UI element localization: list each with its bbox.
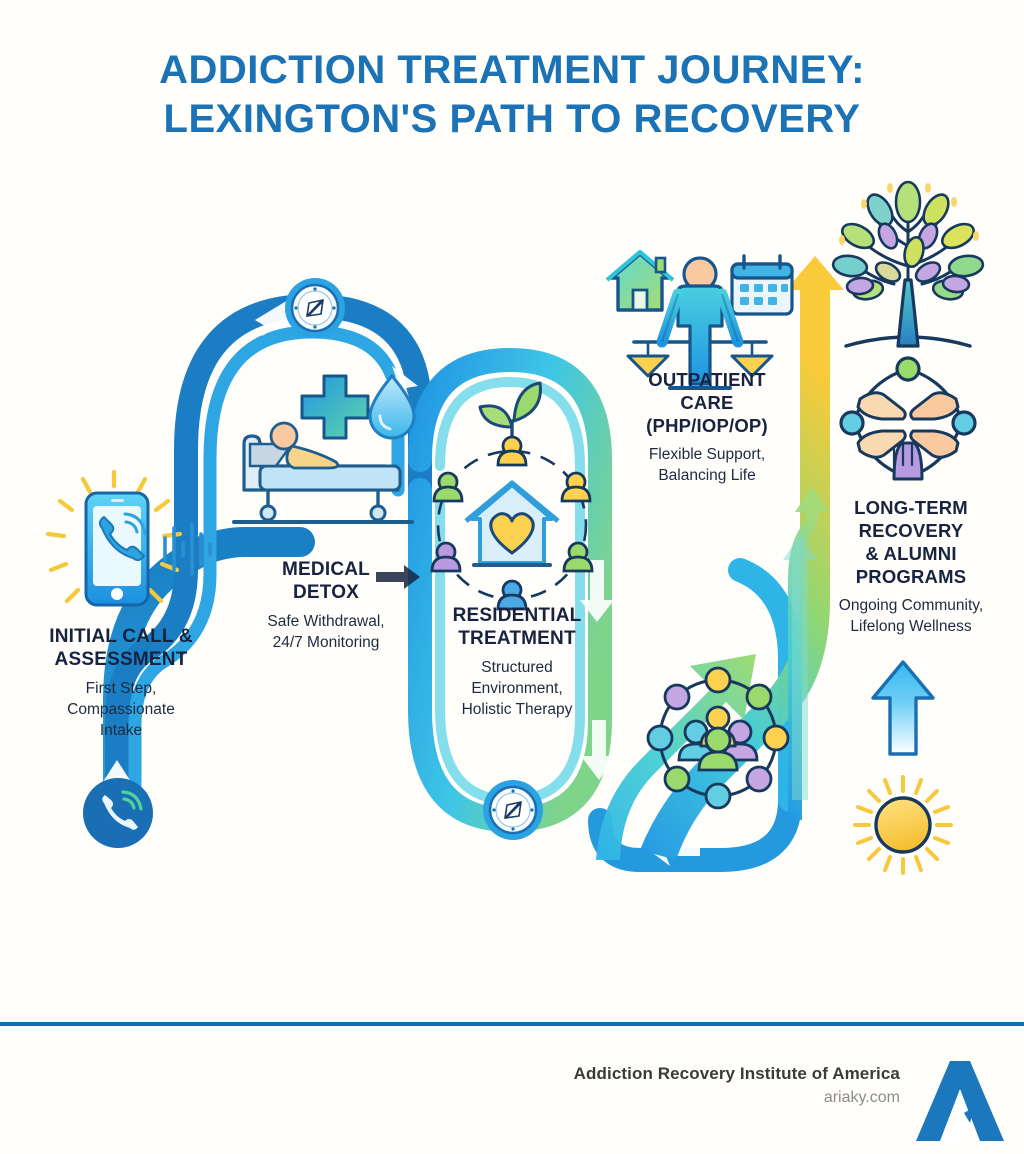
- smartphone-call-icon: [45, 469, 212, 607]
- helping-hands-icon: [839, 356, 977, 481]
- ariaky-logo-icon: [916, 1061, 1004, 1141]
- footer-text: Addiction Recovery Institute of America …: [574, 1063, 900, 1109]
- step-subtitle: Structured Environment, Holistic Therapy: [461, 659, 573, 718]
- step-title: OUTPATIENT CARE (PHP/IOP/OP): [646, 369, 768, 436]
- title-line-2: LEXINGTON'S PATH TO RECOVERY: [163, 97, 861, 141]
- step-title: LONG-TERM RECOVERY & ALUMNI PROGRAMS: [854, 497, 968, 587]
- step-subtitle: First Step, Compassionate Intake: [67, 680, 175, 739]
- title-line-1: ADDICTION TREATMENT JOURNEY:: [159, 48, 865, 92]
- journey-flow-diagram: [45, 180, 985, 875]
- work-life-balance-icon: [605, 249, 794, 390]
- step-label-residential-treatment: RESIDENTIAL TREATMENT Structured Environ…: [421, 604, 613, 720]
- step-subtitle: Ongoing Community, Lifelong Wellness: [838, 597, 984, 635]
- step-title: MEDICAL DETOX: [282, 559, 370, 603]
- up-arrow-icon: [871, 660, 935, 756]
- page-title: ADDICTION TREATMENT JOURNEY: LEXINGTON'S…: [0, 46, 1024, 144]
- growth-tree-icon: [831, 180, 985, 348]
- footer-divider: [0, 1022, 1024, 1026]
- step-subtitle: Flexible Support, Balancing Life: [648, 446, 766, 484]
- journey-ribbon-path: [99, 256, 844, 872]
- website-url[interactable]: ariaky.com: [823, 1089, 900, 1106]
- organization-name: Addiction Recovery Institute of America: [573, 1064, 900, 1083]
- step-title: RESIDENTIAL TREATMENT: [452, 605, 582, 649]
- footer: Addiction Recovery Institute of America …: [0, 1055, 1024, 1154]
- step-label-outpatient-care: OUTPATIENT CARE (PHP/IOP/OP) Flexible Su…: [612, 368, 802, 486]
- community-network-icon: [646, 666, 790, 810]
- step-label-medical-detox: MEDICAL DETOX Safe Withdrawal, 24/7 Moni…: [228, 558, 424, 653]
- phone-handset-node-icon: [83, 778, 153, 848]
- sun-icon: [853, 775, 953, 875]
- step-label-initial-call: INITIAL CALL & ASSESSMENT First Step, Co…: [14, 625, 228, 741]
- step-label-long-term-recovery: LONG-TERM RECOVERY & ALUMNI PROGRAMS Ong…: [812, 496, 1010, 637]
- step-title: INITIAL CALL & ASSESSMENT: [49, 626, 193, 670]
- hospital-bed-icon: [232, 373, 416, 524]
- compass-icon-top: [285, 278, 345, 338]
- step-subtitle: Safe Withdrawal, 24/7 Monitoring: [267, 613, 385, 651]
- compass-icon-bottom: [483, 780, 543, 840]
- house-heart-community-icon: [430, 381, 594, 611]
